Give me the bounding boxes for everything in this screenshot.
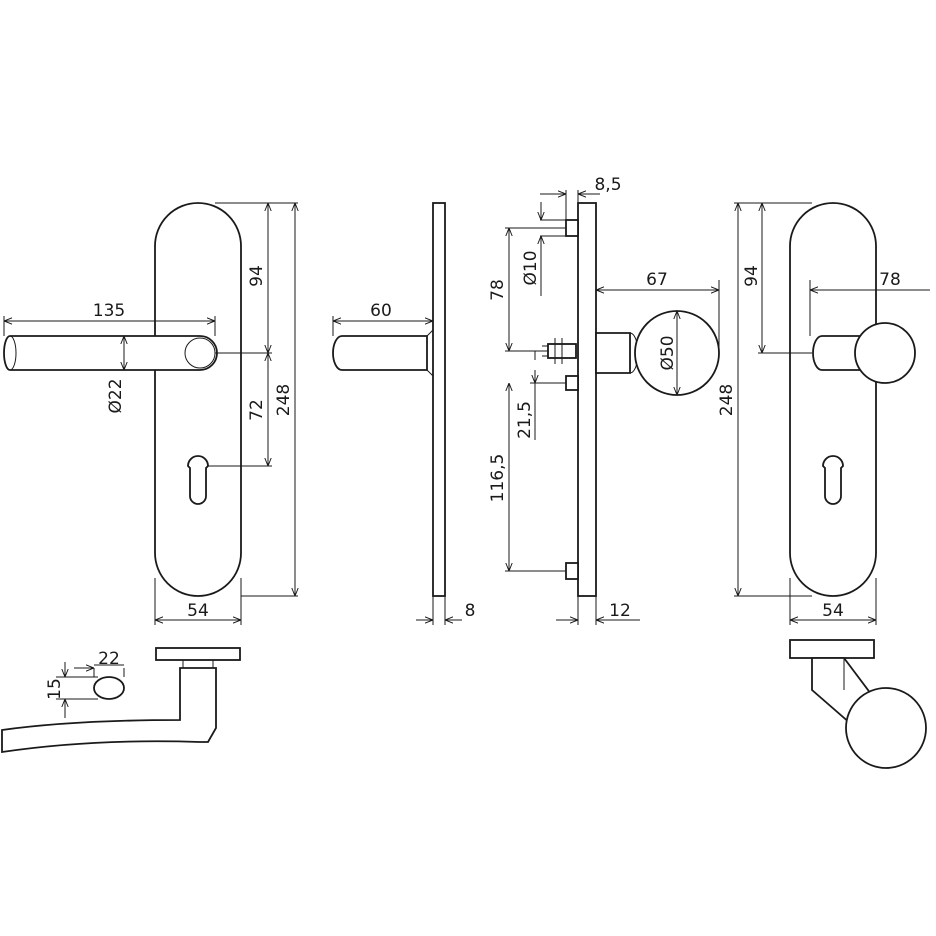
knob-side-view: 8,5 Ø10 78 67 Ø50 21,5 116,5 1 (488, 175, 720, 625)
backplate (154, 202, 242, 597)
rose-plate-top (155, 647, 241, 661)
rose-plate-top-knob (789, 639, 875, 659)
fixing-pin-middle (565, 375, 579, 391)
dim-lever-projection: 60 (370, 301, 392, 321)
lever-front-view: 135 Ø22 94 72 248 54 (3, 202, 298, 625)
dim-plate-height-d: 248 (717, 384, 737, 416)
knob-neck (595, 332, 631, 374)
knob-ball-top (845, 687, 927, 769)
fixing-pin-bottom (565, 562, 579, 580)
dim-rose-to-knob: 94 (742, 265, 762, 287)
dim-bottom-pin-spacing: 116,5 (488, 454, 508, 503)
dim-top-pin-spacing: 78 (488, 279, 508, 301)
knob-front-view: 94 248 78 54 (717, 202, 930, 625)
lever-side-view: 60 8 (332, 202, 476, 625)
dim-handle-to-keyhole: 72 (247, 399, 267, 421)
keyhole (187, 455, 209, 505)
dim-knob-projection: 67 (646, 270, 668, 290)
dim-spindle-to-pin: 21,5 (515, 401, 535, 439)
dim-pin-diameter: Ø10 (521, 250, 541, 285)
dim-plate-width-d: 54 (822, 601, 844, 621)
dim-plate-thickness-c: 12 (609, 601, 631, 621)
dim-rose-to-handle: 94 (247, 265, 267, 287)
dim-lever-diameter: Ø22 (106, 378, 126, 413)
lever-top-view: 22 15 (1, 647, 241, 754)
dim-pin-offset: 8,5 (594, 175, 621, 195)
lever-top-shape (1, 667, 217, 754)
lever-side-shape (332, 335, 428, 371)
dim-plate-thickness-b: 8 (465, 601, 476, 621)
backplate-side-knob (577, 202, 597, 597)
lever-section (93, 676, 125, 700)
backplate-side (432, 202, 446, 597)
fixing-pin-top (565, 219, 579, 237)
dim-lever-length: 135 (93, 301, 125, 321)
keyhole-knob (822, 455, 844, 505)
knob-top-view (789, 639, 927, 769)
dim-knob-offset: 78 (879, 270, 901, 290)
lever-end-cap (3, 335, 17, 371)
dim-section-width: 22 (98, 649, 120, 669)
knob-stem (812, 335, 861, 371)
dim-section-height: 15 (45, 678, 65, 700)
dim-plate-height: 248 (274, 384, 294, 416)
knob-ball-front (854, 322, 916, 384)
dim-knob-diameter: Ø50 (658, 335, 678, 370)
backplate-knob (789, 202, 877, 597)
dim-plate-width: 54 (187, 601, 209, 621)
